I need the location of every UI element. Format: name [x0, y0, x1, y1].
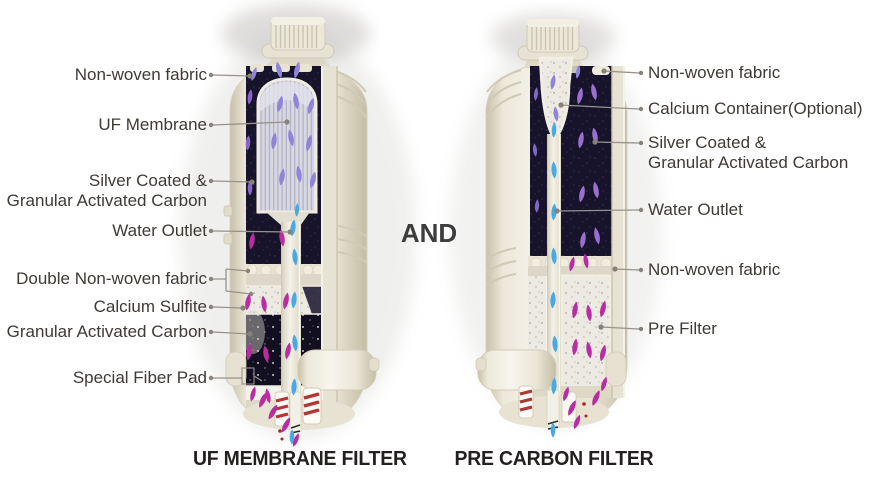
leader-lines-right [556, 70, 640, 330]
label-water-outlet-left: Water Outlet [112, 221, 207, 240]
leader-dots-right [554, 68, 644, 332]
label-non-woven-fabric-lower-right: Non-woven fabric [648, 260, 781, 279]
label-calcium-container-optional: Calcium Container(Optional) [648, 99, 863, 118]
label-silver-coated-carbon-right: Silver Coated & Granular Activated Carbo… [648, 133, 849, 172]
label-uf-membrane: UF Membrane [98, 115, 207, 134]
label-non-woven-fabric-top-left: Non-woven fabric [74, 65, 207, 84]
label-double-non-woven-fabric: Double Non-woven fabric [16, 269, 207, 288]
label-water-outlet-right: Water Outlet [648, 200, 743, 219]
label-non-woven-fabric-top-right: Non-woven fabric [648, 63, 781, 82]
and-connector: AND [400, 218, 458, 248]
uf-membrane-filter-drawing [180, 4, 416, 448]
leader-dots-left [208, 72, 293, 381]
uf-membrane-filter-title: UF MEMBRANE FILTER [192, 448, 407, 470]
pre-carbon-filter-drawing [450, 13, 662, 438]
pre-carbon-filter-title: PRE CARBON FILTER [454, 448, 654, 470]
leader-lines-left [212, 74, 291, 385]
label-granular-activated-carbon: Granular Activated Carbon [6, 322, 207, 341]
label-calcium-sulfite: Calcium Sulfite [93, 297, 207, 316]
label-special-fiber-pad: Special Fiber Pad [72, 368, 207, 387]
label-silver-coated-carbon-left: Silver Coated & Granular Activated Carbo… [6, 171, 207, 210]
label-pre-filter: Pre Filter [648, 319, 717, 338]
